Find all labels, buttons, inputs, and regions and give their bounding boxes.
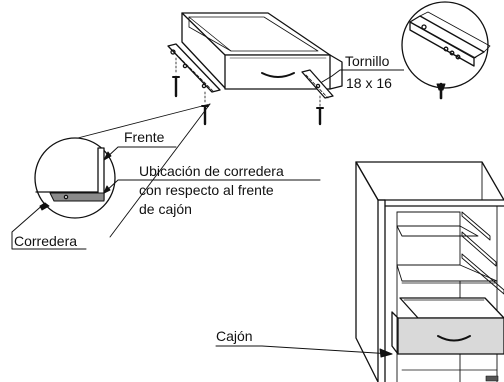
screw-icon xyxy=(201,104,209,126)
label-ubicacion-line3: de cajón xyxy=(139,201,192,217)
cabinet xyxy=(355,161,504,382)
label-cajon: Cajón xyxy=(216,328,253,344)
screw-detail-magnifier xyxy=(401,1,491,100)
corredera-leader xyxy=(11,202,87,250)
screw-icon xyxy=(172,75,180,98)
left-rail xyxy=(167,43,221,105)
label-frente: Frente xyxy=(124,129,165,145)
label-corredera: Corredera xyxy=(14,233,77,249)
label-tornillo: Tornillo xyxy=(345,53,390,69)
label-ubicacion-line1: Ubicación de corredera xyxy=(139,163,284,179)
frente-detail-magnifier xyxy=(34,103,211,238)
cajon-leader xyxy=(215,345,393,355)
frente-leader xyxy=(103,146,177,161)
label-ubicacion-line2: con respecto al frente xyxy=(139,182,274,198)
screw-icon xyxy=(316,106,324,126)
cabinet-drawer xyxy=(391,297,504,355)
right-rail xyxy=(301,69,334,107)
label-tornillo-size: 18 x 16 xyxy=(346,75,392,91)
